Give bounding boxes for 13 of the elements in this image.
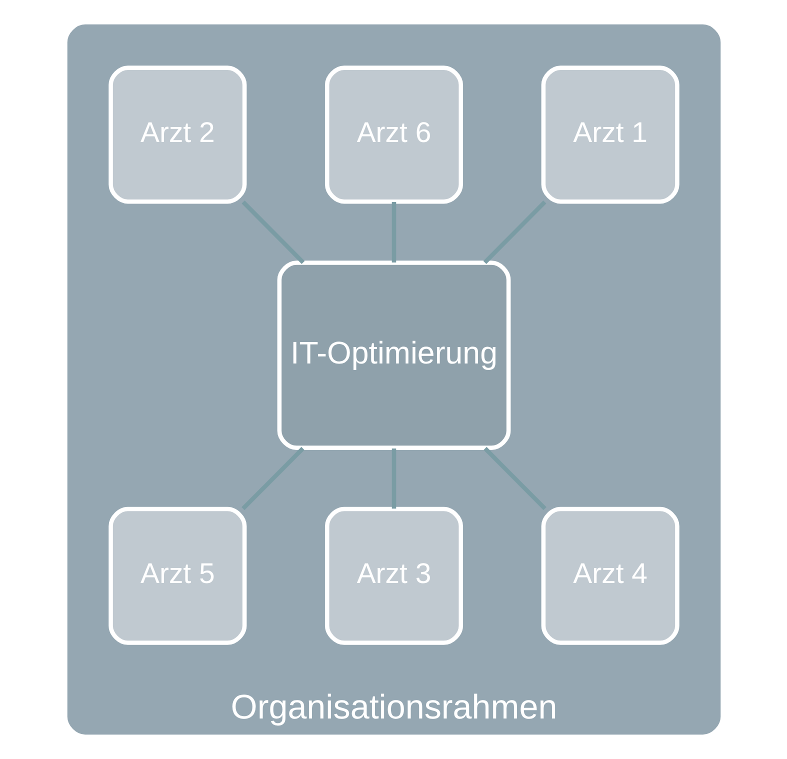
connector xyxy=(482,200,546,264)
connector xyxy=(241,446,304,510)
connector xyxy=(241,200,304,264)
node-box: Arzt 3 xyxy=(324,506,463,645)
node-box: Arzt 5 xyxy=(108,506,246,645)
node-box: Arzt 1 xyxy=(540,66,679,204)
node-box: Arzt 4 xyxy=(540,506,679,645)
connector xyxy=(483,446,546,510)
connector xyxy=(391,202,396,262)
node-box: Arzt 2 xyxy=(108,66,246,204)
node-box: Arzt 6 xyxy=(324,66,463,204)
connector xyxy=(391,448,396,509)
node-box: IT-Optimierung xyxy=(276,260,510,450)
